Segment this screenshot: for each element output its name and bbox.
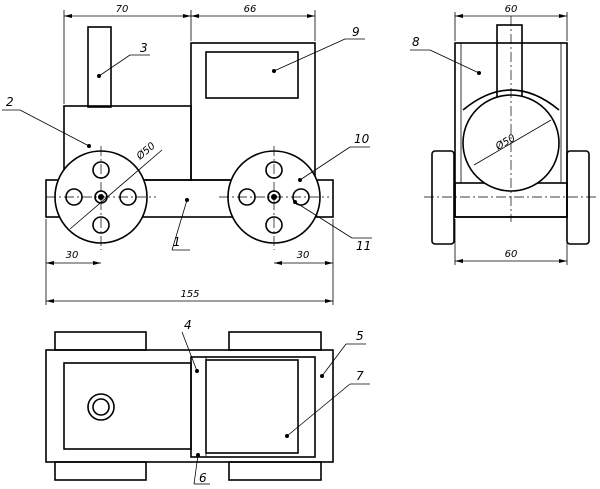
dim-overall-length: 155 [180, 289, 199, 300]
right-wheel [219, 146, 329, 250]
top-wheel-rear-right [228, 461, 322, 481]
callout-1: 1 [173, 235, 181, 249]
left-wheel [46, 146, 163, 250]
top-view: 4 5 7 6 [45, 318, 370, 485]
dim-wheel-offset-right: 30 [297, 250, 310, 261]
top-wheel-front-left [54, 331, 147, 351]
callout-10: 10 [354, 132, 370, 146]
front-dimensions [45, 10, 334, 305]
callout-11: 11 [356, 239, 371, 253]
cab-window [205, 51, 299, 99]
callout-7: 7 [356, 369, 364, 383]
top-cab-inner [205, 359, 299, 454]
side-view: 60 60 Ø50 8 [410, 4, 597, 265]
top-wheel-front-right [228, 331, 322, 351]
dim-wheel-diameter: Ø50 [133, 140, 157, 163]
callout-8: 8 [412, 35, 420, 49]
dim-body-width: 66 [244, 4, 257, 15]
side-right-wheel [566, 150, 590, 245]
top-wheel-rear-left [54, 461, 147, 481]
callout-9: 9 [352, 25, 360, 39]
callout-4: 4 [184, 318, 192, 332]
callout-3: 3 [140, 41, 148, 55]
top-chassis [45, 349, 334, 463]
dim-side-bottom-width: 60 [505, 249, 518, 260]
front-leaders [2, 38, 372, 251]
chimney [87, 26, 112, 108]
top-chimney-inner [92, 398, 110, 416]
dim-side-top-width: 60 [505, 4, 518, 15]
chassis-beam [45, 179, 334, 218]
side-left-wheel [431, 150, 455, 245]
top-cab [190, 356, 316, 458]
callout-6: 6 [199, 471, 207, 485]
callout-2: 2 [6, 95, 14, 109]
top-boiler-block [63, 362, 192, 450]
callout-5: 5 [356, 329, 364, 343]
top-chimney-outer [87, 393, 115, 421]
front-view: 70 66 30 30 155 Ø50 2 3 9 10 11 1 [2, 4, 372, 305]
dim-cab-width: 70 [116, 4, 129, 15]
dim-wheel-offset-left: 30 [66, 250, 79, 261]
